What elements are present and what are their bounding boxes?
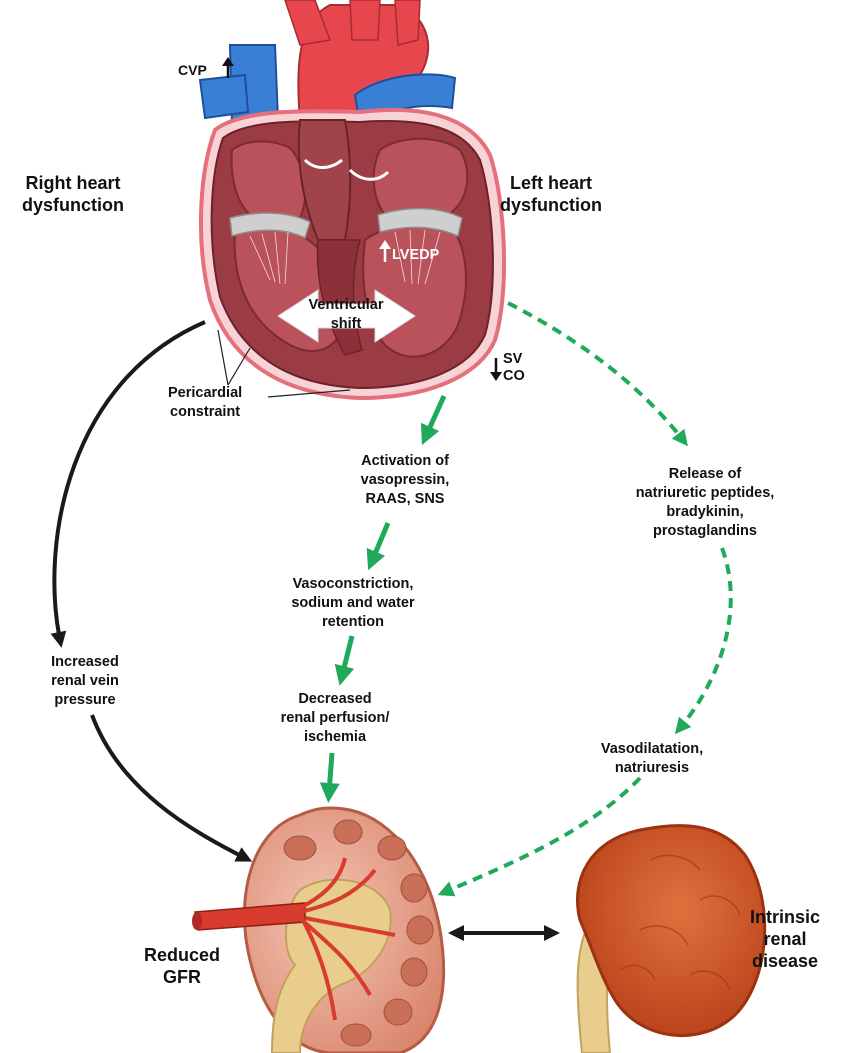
lvedp-label: LVEDP — [392, 247, 440, 263]
arrow-renal-vein-to-kidney — [90, 714, 253, 862]
tricuspid-valve — [229, 212, 311, 240]
arrow-activation-to-vasoconstriction — [366, 522, 391, 571]
heart-illustration — [198, 0, 507, 401]
diseased-kidney — [576, 824, 767, 1053]
kidney-cross-section — [192, 806, 446, 1053]
ventricular-shift-arrow — [277, 289, 416, 343]
cvp-up-arrow-icon — [222, 57, 234, 78]
left-atrium — [372, 137, 469, 216]
mitral-valve — [377, 207, 463, 238]
cvp-label: CVP — [178, 62, 207, 78]
arrow-right-heart-to-renal-vein — [50, 320, 206, 648]
sv-label: SV — [503, 351, 523, 367]
co-label: CO — [503, 368, 525, 384]
arrow-left-heart-to-release — [507, 301, 688, 447]
arrow-decreased-to-kidney — [319, 752, 340, 803]
pericardial-pointer-lines — [217, 329, 351, 398]
vasodilatation-label: Vasodilatation,natriuresis — [600, 741, 704, 776]
arrow-heart-to-activation — [420, 394, 447, 446]
lvedp-up-arrow-icon — [379, 240, 391, 262]
right-atrium — [230, 140, 307, 220]
arrow-vasoconstriction-to-decreased — [334, 635, 355, 686]
sv-co-down-arrow-icon — [490, 358, 502, 381]
arrow-vasodilatation-to-kidney — [437, 776, 642, 897]
arrow-release-to-vasodilatation — [674, 547, 733, 735]
